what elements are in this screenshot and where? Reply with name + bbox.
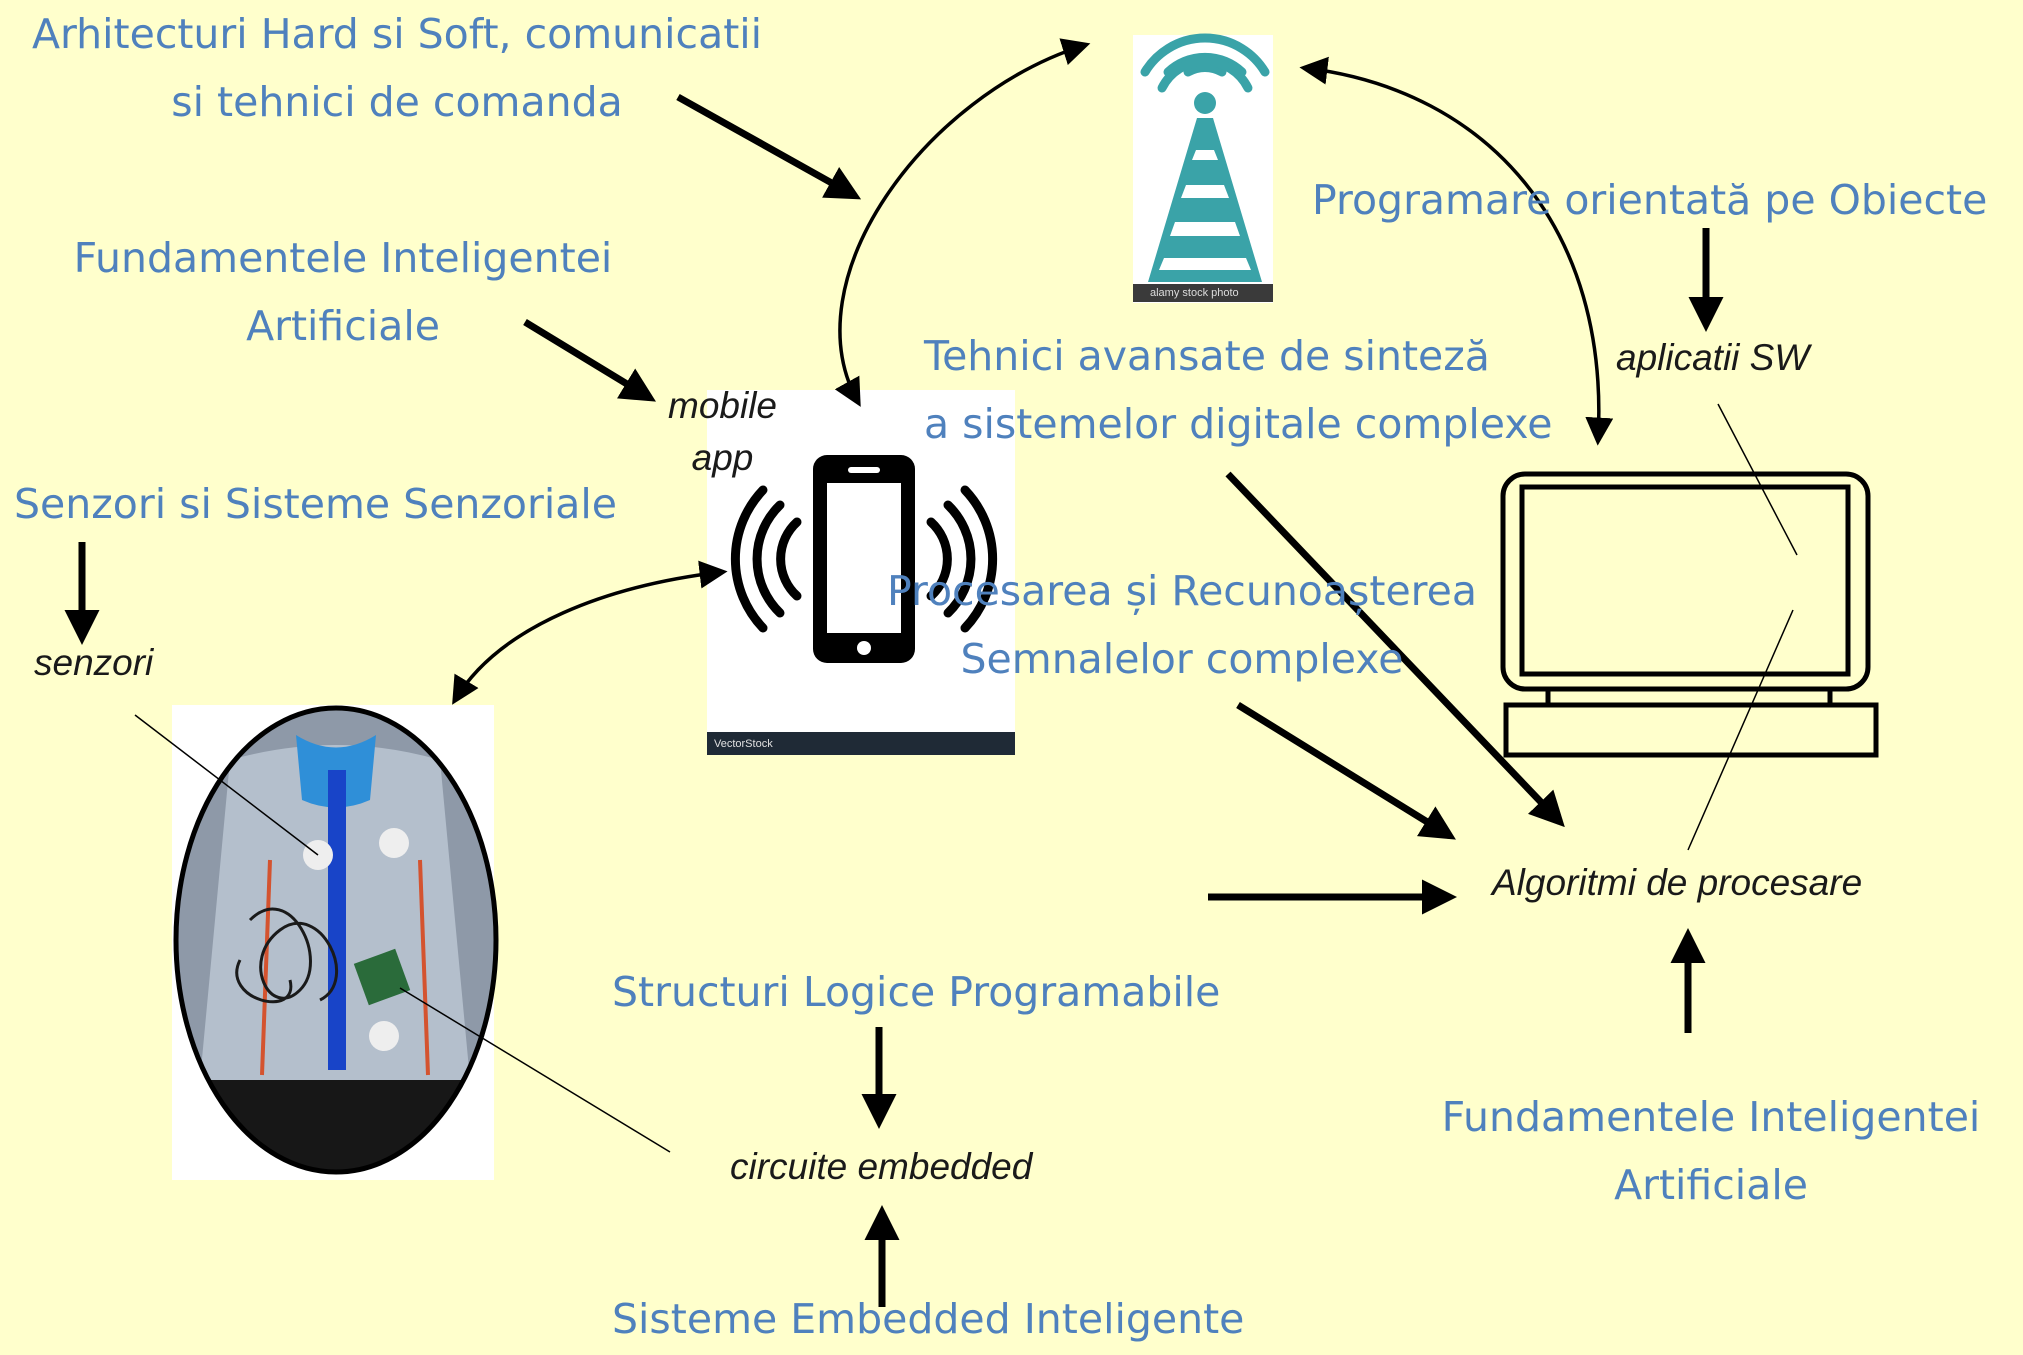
course-arhitecturi: Arhitecturi Hard si Soft, comunicatii si… — [18, 0, 776, 136]
curved-arrows — [452, 38, 1614, 705]
laptop-icon — [1500, 471, 1879, 758]
course-structuri: Structuri Logice Programabile — [612, 968, 1221, 1016]
sensor-vest-photo — [173, 705, 499, 1175]
course-fundamente-left: Fundamentele Inteligentei Artificiale — [48, 224, 638, 360]
thick-arrows — [64, 93, 1724, 1307]
course-arhitecturi-line2: si tehnici de comanda — [171, 78, 623, 126]
course-sisteme-embedded: Sisteme Embedded Inteligente — [612, 1295, 1245, 1343]
phone-watermark: VectorStock — [714, 738, 773, 750]
course-fundamente-left-line2: Artificiale — [246, 302, 440, 350]
smartphone-icon — [707, 455, 1015, 755]
course-procesarea-line2: Semnalelor complexe — [960, 635, 1404, 683]
tower-watermark: alamy stock photo — [1150, 287, 1239, 299]
course-fundamente-right-line2: Artificiale — [1614, 1161, 1808, 1209]
label-circuite-embedded: circuite embedded — [730, 1146, 1033, 1187]
connector-lines — [134, 403, 1798, 1153]
label-aplicatii-sw: aplicatii SW — [1616, 337, 1810, 378]
course-fundamente-right-line1: Fundamentele Inteligentei — [1441, 1093, 1981, 1141]
course-fundamente-right: Fundamentele Inteligentei Artificiale — [1428, 1083, 1994, 1219]
label-senzori: senzori — [34, 642, 154, 683]
label-mobile-app: mobile app — [660, 380, 785, 484]
course-arhitecturi-line1: Arhitecturi Hard si Soft, comunicatii — [31, 10, 763, 58]
course-senzori-sisteme: Senzori si Sisteme Senzoriale — [14, 480, 618, 528]
course-fundamente-left-line1: Fundamentele Inteligentei — [73, 234, 613, 282]
course-procesarea: Procesarea și Recunoașterea Semnalelor c… — [876, 557, 1488, 693]
course-procesarea-line1: Procesarea și Recunoașterea — [887, 567, 1477, 615]
label-mobile-app-line2: app — [691, 437, 754, 478]
course-tehnici: Tehnici avansate de sinteză a sistemelor… — [924, 322, 1553, 458]
antenna-tower-icon — [1133, 33, 1273, 302]
label-algoritmi: Algoritmi de procesare — [1492, 862, 1863, 903]
course-tehnici-line1: Tehnici avansate de sinteză — [924, 332, 1490, 380]
course-tehnici-line2: a sistemelor digitale complexe — [924, 400, 1553, 448]
label-mobile-app-line1: mobile — [668, 385, 777, 426]
course-programare: Programare orientată pe Obiecte — [1312, 176, 1988, 224]
